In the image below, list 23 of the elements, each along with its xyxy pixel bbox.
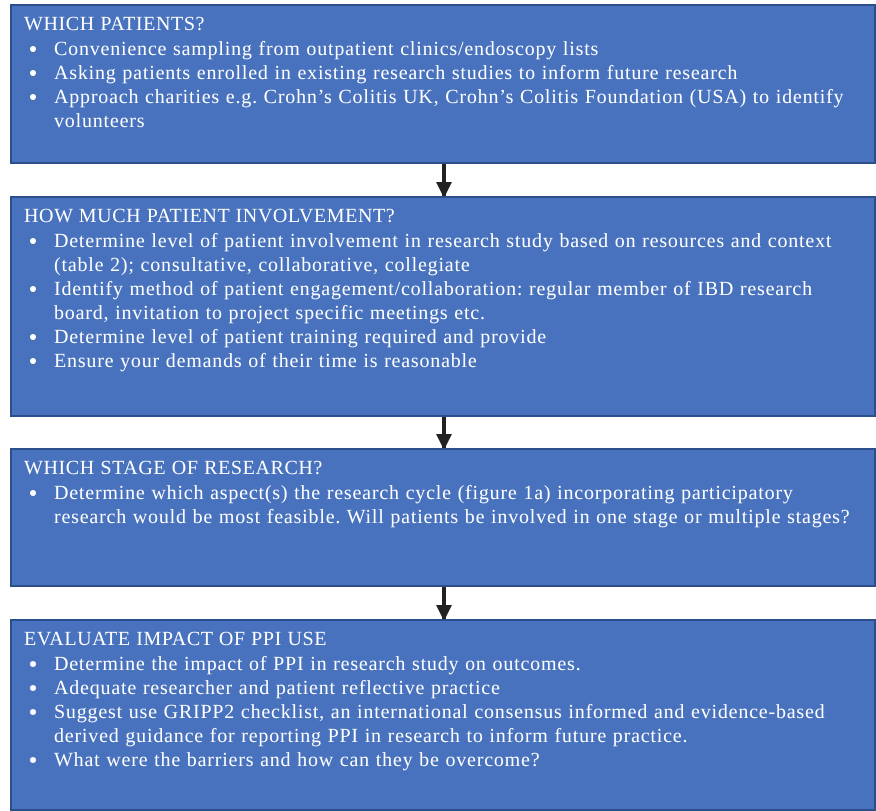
- arrow: [436, 164, 452, 198]
- arrow: [436, 587, 452, 621]
- arrow: [436, 417, 452, 450]
- step-box: [10, 448, 876, 587]
- step-heading: HOW MUCH PATIENT INVOLVEMENT?: [24, 204, 396, 228]
- bullet-item: Determine the impact of PPI in research study on outcomes.: [24, 652, 866, 676]
- bullet-item: Adequate researcher and patient reflective practice: [24, 676, 866, 700]
- step-heading: WHICH PATIENTS?: [24, 12, 206, 36]
- step-box: [10, 619, 876, 811]
- bullet-item: Determine level of patient involvement in research study based on resources and context (table 2); consultative, collaborative, collegiate: [24, 229, 866, 277]
- bullet-item: Suggest use GRIPP2 checklist, an international consensus informed and evidence-based derived guidance for reporting PPI in research to inform future practice.: [24, 700, 866, 748]
- bullet-item: Ensure your demands of their time is reasonable: [24, 349, 866, 373]
- bullet-item: What were the barriers and how can they be overcome?: [24, 748, 866, 772]
- step-box: [10, 4, 876, 164]
- step-heading: WHICH STAGE OF RESEARCH?: [24, 456, 324, 480]
- bullet-item: Approach charities e.g. Crohn’s Colitis UK, Crohn’s Colitis Foundation (USA) to identify volunteers: [24, 85, 866, 133]
- bullet-item: Convenience sampling from outpatient clinics/endoscopy lists: [24, 37, 866, 61]
- step-box: [10, 196, 876, 417]
- step-heading: EVALUATE IMPACT OF PPI USE: [24, 627, 328, 651]
- bullet-item: Identify method of patient engagement/collaboration: regular member of IBD research board, invitation to project specific meetings etc.: [24, 277, 866, 325]
- bullet-item: Determine which aspect(s) the research cycle (figure 1a) incorporating participatory research would be most feasible. Will patients be involved in one stage or multiple stages?: [24, 481, 866, 529]
- bullet-item: Asking patients enrolled in existing research studies to inform future research: [24, 61, 866, 85]
- bullet-item: Determine level of patient training required and provide: [24, 325, 866, 349]
